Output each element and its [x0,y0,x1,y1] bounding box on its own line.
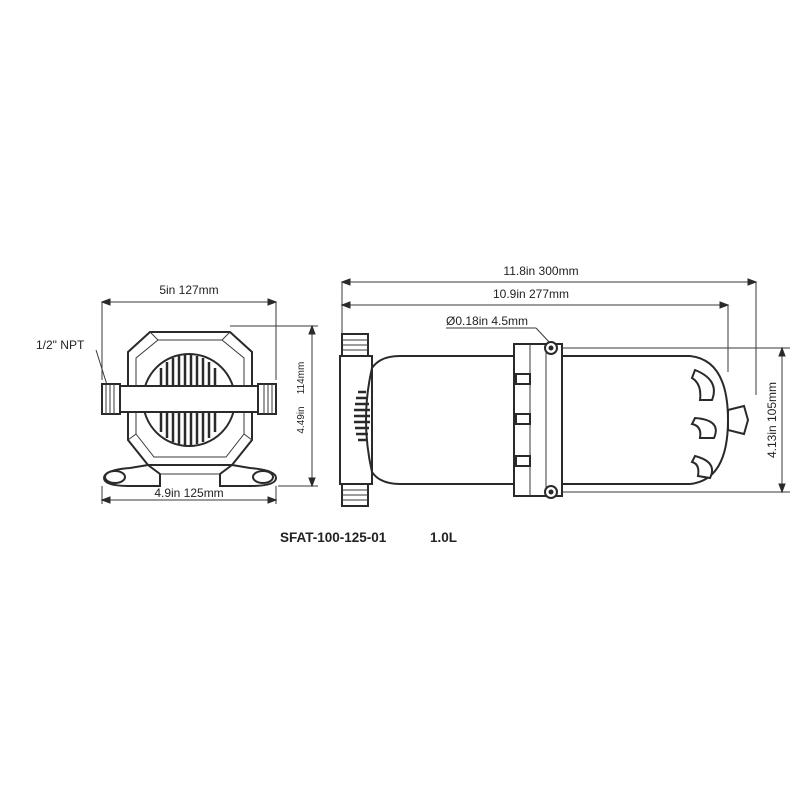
body-length-dimension: 10.9in 277mm [340,287,730,372]
front-width-bottom-dimension: 4.9in 125mm [100,486,278,504]
left-port [101,383,121,415]
side-view: 11.8in 300mm 10.9in 277mm Ø0.18in 4.5mm … [339,264,790,507]
front-height-mm-label: 114mm [296,362,307,395]
front-width-top-dimension: 5in 127mm [100,283,278,380]
barb-outlet [727,404,750,436]
overall-length-dimension: 11.8in 300mm [340,264,758,395]
right-port [257,383,277,415]
mounting-feet [102,463,278,487]
side-height-dimension: 4.13in 105mm [562,346,790,494]
npt-label: 1/2" NPT [36,338,85,352]
overall-length-label: 11.8in 300mm [503,264,578,278]
front-width-top-label: 5in 127mm [159,283,218,297]
mount-hole-callout: Ø0.18in 4.5mm [446,314,552,345]
npt-callout: 1/2" NPT [36,338,109,389]
model-caption: SFAT-100-125-01 1.0L [280,530,457,545]
front-height-dimension: 4.49in 114mm [230,324,318,488]
pump-front-body [101,331,278,487]
mount-hole-label: Ø0.18in 4.5mm [446,314,528,328]
model-part-number: SFAT-100-125-01 [280,530,387,545]
side-height-label: 4.13in 105mm [765,382,779,458]
front-height-in-label: 4.49in [296,406,307,433]
front-width-bottom-label: 4.9in 125mm [154,486,223,500]
front-crossbar [117,385,261,413]
model-volume: 1.0L [430,530,457,545]
pump-head-side [339,333,373,507]
cylinder-body [371,355,523,485]
side-grille [354,390,370,442]
mounting-bracket [513,341,563,499]
body-length-label: 10.9in 277mm [493,287,569,301]
motor-end [561,355,750,485]
front-view: 5in 127mm 1/2" NPT [36,283,318,504]
